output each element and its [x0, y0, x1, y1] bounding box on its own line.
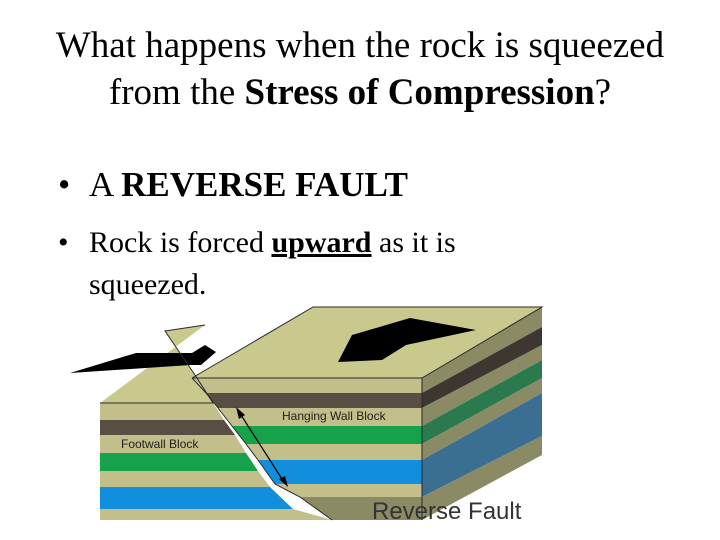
hanging-wall-outline [191, 306, 544, 379]
page-title: What happens when the rock is squeezed f… [0, 22, 720, 116]
footwall-sand-layer [100, 435, 246, 453]
bullet-underlined-term: upward [271, 226, 372, 259]
footwall-sand-layer [100, 509, 332, 520]
hanging-wall-brown-layer [206, 393, 422, 408]
footwall-sand-layer [100, 471, 270, 487]
hanging-wall-sand-layer [192, 378, 422, 393]
hanging-wall-base [300, 497, 422, 520]
hanging-wall-strata [192, 378, 422, 520]
right-compression-arrow [338, 318, 476, 362]
footwall-blue-layer [100, 487, 293, 509]
left-compression-arrow [70, 345, 216, 373]
hanging-wall-sand-layer [275, 484, 422, 497]
title-line-2-prefix: from the [108, 72, 245, 113]
footwall-brown-layer [100, 420, 235, 435]
slip-arrow-line [240, 414, 283, 480]
fault-label: Reverse Fault [372, 498, 522, 525]
footwall-strata [100, 403, 332, 520]
side-green-layer [422, 360, 542, 444]
slip-arrowhead-down [279, 476, 288, 487]
hanging-wall-blue-layer [258, 460, 422, 484]
bullet-marker: • [58, 165, 71, 204]
footwall-label: Footwall Block [121, 437, 199, 451]
title-line-2: from the Stress of Compression? [0, 69, 720, 116]
bullet-prefix: Rock is forced [89, 226, 272, 259]
bullet-suffix: as it is squeezed. [89, 226, 456, 301]
title-emphasis: Stress of Compression [244, 72, 595, 113]
fault-plane-line [191, 377, 333, 521]
hanging-wall-green-layer [232, 426, 422, 444]
side-brown-layer [422, 327, 542, 408]
bullet-reverse-fault: • A REVERSE FAULT [58, 163, 408, 207]
title-line-1: What happens when the rock is squeezed [55, 25, 665, 66]
footwall-green-layer [100, 453, 258, 471]
bullet-prefix: A [89, 165, 122, 204]
hanging-wall-sand-layer [246, 444, 422, 460]
fault-slip-indicator [236, 407, 288, 487]
slip-arrowhead-up [236, 407, 245, 419]
hanging-wall-label: Hanging Wall Block [282, 409, 387, 423]
footwall-sand-layer [100, 403, 224, 420]
bullet-marker: • [58, 226, 69, 259]
block-outlines [100, 306, 544, 521]
bullet-text: A REVERSE FAULT [89, 163, 408, 207]
side-blue-layer [422, 393, 542, 497]
side-tan-layer [422, 378, 542, 460]
bullet-bold-term: REVERSE FAULT [121, 165, 408, 204]
right-side-strata [422, 307, 542, 520]
footwall-outline [100, 324, 214, 404]
bullet-rock-forced-upward: • Rock is forced upward as it is squeeze… [58, 222, 559, 306]
bullet-text: Rock is forced upward as it is squeezed. [89, 222, 559, 306]
side-tan-layer [422, 436, 542, 520]
hanging-wall-sand-layer [218, 408, 422, 426]
title-line-2-suffix: ? [594, 72, 612, 113]
side-tan-layer [422, 307, 542, 393]
side-tan-layer [422, 345, 542, 426]
